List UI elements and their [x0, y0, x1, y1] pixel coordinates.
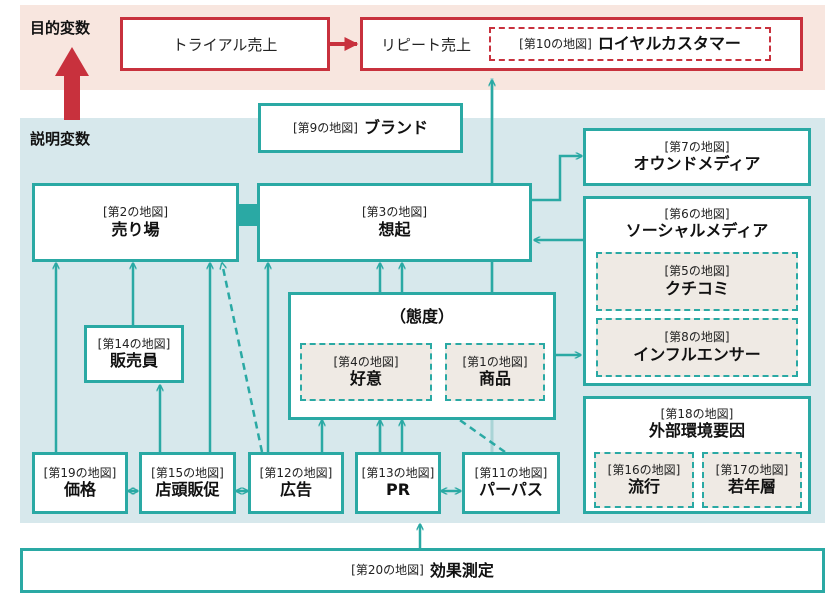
pr-tag: [第13の地図]: [361, 465, 435, 480]
favor-name: 好意: [349, 369, 382, 389]
recall-name: 想起: [378, 219, 411, 239]
store-promotion-name: 店頭販促: [155, 480, 220, 500]
kuchikomi-box: [第5の地図] クチコミ: [596, 252, 798, 311]
kuchikomi-tag: [第5の地図]: [664, 264, 730, 279]
loyal-customer-box: [第10の地図] ロイヤルカスタマー: [489, 27, 772, 61]
purpose-name: パーパス: [479, 480, 543, 500]
objective-variable-label: 目的変数: [30, 19, 91, 37]
owned-media-box: [第7の地図] オウンドメディア: [583, 128, 811, 186]
owned-media-name: オウンドメディア: [633, 154, 761, 174]
attitude-name: （態度）: [389, 307, 454, 326]
youth-tag: [第17の地図]: [715, 462, 789, 477]
product-tag: [第1の地図]: [462, 354, 528, 369]
store-box: [第2の地図] 売り場: [32, 183, 239, 262]
brand-name: ブランド: [363, 118, 428, 137]
product-name: 商品: [478, 369, 511, 389]
effect-measurement-name: 効果測定: [429, 560, 494, 580]
price-name: 価格: [63, 480, 96, 500]
price-tag: [第19の地図]: [43, 465, 117, 480]
influencer-tag: [第8の地図]: [664, 330, 730, 345]
pr-box: [第13の地図] PR: [355, 452, 441, 514]
trend-tag: [第16の地図]: [607, 462, 681, 477]
favor-box: [第4の地図] 好意: [300, 343, 432, 401]
sales-staff-tag: [第14の地図]: [97, 336, 171, 351]
advertising-box: [第12の地図] 広告: [248, 452, 344, 514]
trial-sales-label: トライアル売上: [172, 35, 278, 54]
trial-sales-box: トライアル売上: [120, 17, 330, 71]
favor-tag: [第4の地図]: [333, 354, 399, 369]
pr-name: PR: [385, 480, 411, 500]
external-factors-name: 外部環境要因: [648, 421, 745, 441]
trend-name: 流行: [627, 477, 660, 497]
brand-box: [第9の地図] ブランド: [258, 103, 463, 153]
youth-box: [第17の地図] 若年層: [702, 452, 802, 508]
explanatory-variable-label: 説明変数: [30, 130, 91, 148]
youth-name: 若年層: [727, 477, 776, 497]
owned-media-tag: [第7の地図]: [664, 139, 730, 154]
recall-tag: [第3の地図]: [362, 205, 427, 220]
sales-staff-box: [第14の地図] 販売員: [84, 325, 184, 383]
loyal-customer-tag: [第10の地図]: [519, 36, 592, 51]
influencer-name: インフルエンサー: [633, 344, 761, 364]
store-promotion-box: [第15の地図] 店頭販促: [139, 452, 236, 514]
advertising-tag: [第12の地図]: [259, 465, 333, 480]
price-box: [第19の地図] 価格: [32, 452, 128, 514]
effect-measurement-box: [第20の地図] 効果測定: [20, 548, 825, 593]
social-media-name: ソーシャルメディア: [625, 221, 769, 241]
purpose-box: [第11の地図] パーパス: [462, 452, 560, 514]
store-tag: [第2の地図]: [103, 205, 168, 220]
influencer-box: [第8の地図] インフルエンサー: [596, 318, 798, 377]
advertising-name: 広告: [279, 480, 312, 500]
recall-box: [第3の地図] 想起: [257, 183, 532, 262]
purpose-tag: [第11の地図]: [474, 465, 548, 480]
sales-staff-name: 販売員: [109, 351, 158, 371]
trend-box: [第16の地図] 流行: [594, 452, 694, 508]
kuchikomi-name: クチコミ: [664, 278, 729, 298]
product-box: [第1の地図] 商品: [445, 343, 545, 401]
repeat-sales-label: リピート売上: [381, 35, 472, 54]
repeat-sales-box: リピート売上 [第10の地図] ロイヤルカスタマー: [360, 17, 803, 71]
external-factors-tag: [第18の地図]: [660, 407, 734, 421]
effect-measurement-tag: [第20の地図]: [351, 563, 424, 578]
loyal-customer-name: ロイヤルカスタマー: [597, 34, 741, 53]
brand-tag: [第9の地図]: [292, 120, 358, 135]
store-name: 売り場: [111, 219, 160, 239]
social-media-tag: [第6の地図]: [664, 207, 730, 221]
store-promotion-tag: [第15の地図]: [151, 465, 224, 480]
